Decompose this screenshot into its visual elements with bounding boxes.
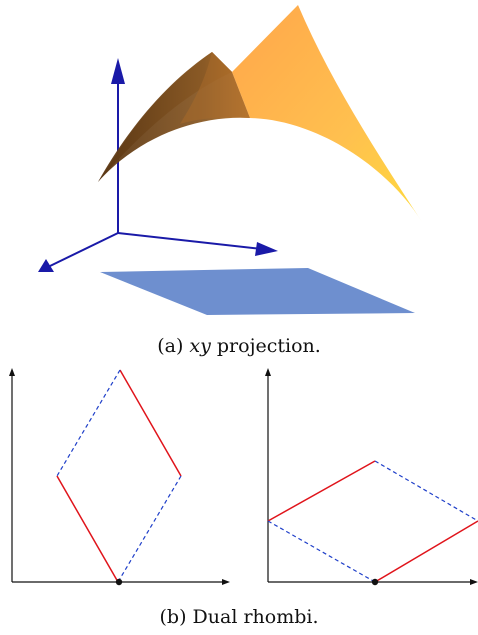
- right-y-axis-arrowhead: [265, 368, 271, 376]
- caption-a: (a) xy projection.: [0, 335, 478, 357]
- left-dashed-edge-bottom: [117, 475, 182, 583]
- surface-plot-3d: [38, 5, 422, 315]
- right-origin-point: [371, 578, 379, 586]
- caption-a-math: xy: [189, 335, 211, 357]
- left-solid-edge-top: [119, 369, 182, 477]
- y-axis-arrowhead: [38, 259, 54, 272]
- panel-3d-surface: [38, 5, 422, 315]
- z-axis-arrowhead: [111, 58, 125, 84]
- left-origin-point: [115, 578, 123, 586]
- caption-b: (b) Dual rhombi.: [0, 606, 478, 628]
- saddle-surface: [98, 5, 422, 222]
- y-axis: [49, 232, 119, 267]
- caption-a-suffix: projection.: [210, 335, 321, 357]
- right-dashed-edge-top: [374, 460, 478, 522]
- x-axis: [117, 232, 263, 250]
- surface-overlap: [180, 52, 250, 124]
- left-rhombus-plot: [9, 368, 230, 586]
- caption-a-prefix: (a): [157, 335, 190, 357]
- axes-3d: [38, 58, 278, 272]
- right-x-axis-arrowhead: [470, 579, 478, 585]
- left-x-axis-arrowhead: [222, 579, 230, 585]
- panel-dual-rhombi: [0, 360, 478, 600]
- right-solid-edge-top: [267, 460, 376, 522]
- x-axis-arrowhead: [255, 242, 278, 256]
- dual-rhombi-plot: [9, 368, 478, 586]
- caption-b-text: (b) Dual rhombi.: [159, 606, 319, 628]
- right-rhombus-plot: [265, 368, 478, 586]
- right-solid-edge-bottom: [374, 520, 478, 583]
- xy-projection-plane: [100, 268, 415, 315]
- left-dashed-edge-top: [56, 369, 121, 477]
- surface-right-face: [232, 5, 422, 222]
- left-y-axis-arrowhead: [9, 368, 15, 376]
- right-dashed-edge-bottom: [267, 520, 376, 583]
- left-solid-edge-bottom: [56, 475, 119, 583]
